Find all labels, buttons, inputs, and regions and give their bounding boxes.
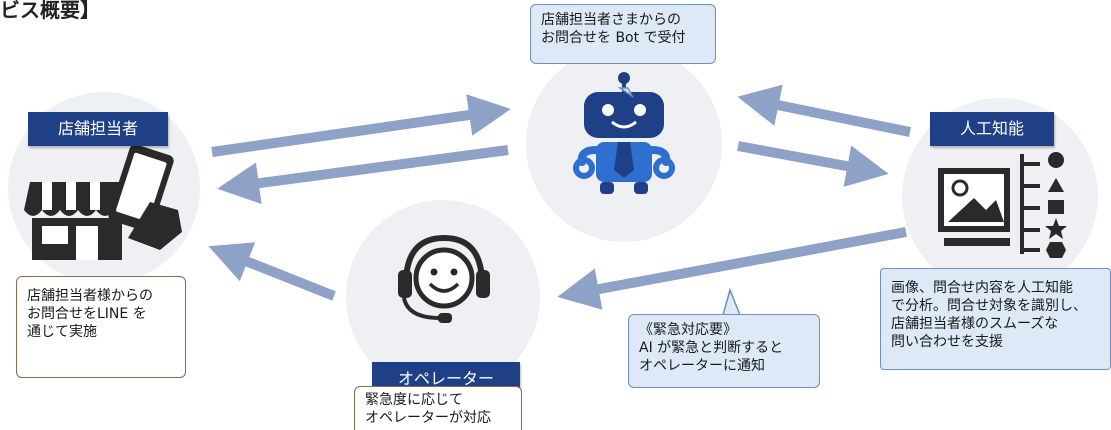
arrow-bot-to-store	[217, 145, 509, 205]
store-note: 店舗担当者様からの お問合せをLINE を 通じて実施	[16, 276, 186, 378]
page-title-fragment: ビス概要】	[0, 0, 100, 22]
store-label: 店舗担当者	[28, 112, 168, 146]
store-icon	[24, 182, 132, 260]
bot-note: 店舗担当者さまからの お問合せを Bot で受付	[530, 4, 716, 64]
ai-note: 画像、問合せ内容を人工知能 で分析。問合せ対象を識別し、 店舗担当者様のスムーズ…	[880, 268, 1111, 370]
arrow-ai-to-operator	[557, 227, 907, 310]
arrow-bot-to-ai	[737, 141, 889, 187]
arrow-operator-to-store	[208, 242, 336, 301]
arrow-store-to-bot	[211, 94, 511, 157]
smartphone-icon	[108, 144, 182, 250]
emergency-note: 《緊急対応要》 AI が緊急と判断すると オペレーターに通知	[628, 314, 820, 388]
arrow-ai-to-bot	[737, 84, 911, 137]
operator-note: 緊急度に応じて オペレーターが対応	[354, 386, 522, 430]
robot-icon	[573, 72, 675, 194]
image-analysis-icon	[938, 152, 1067, 258]
ai-label: 人工知能	[930, 112, 1054, 146]
headset-smiley-icon	[398, 234, 490, 323]
